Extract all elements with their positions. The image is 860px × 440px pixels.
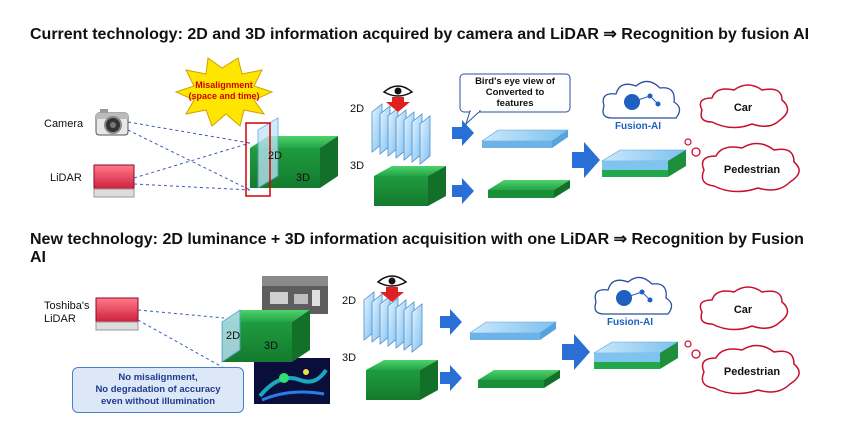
box-2d-label: 2D <box>268 150 283 162</box>
bottom-section-heading: New technology: 2D luminance + 3D inform… <box>30 231 804 266</box>
arrow-right-icon <box>440 309 462 335</box>
eye-icon <box>382 85 414 97</box>
eye-icon <box>376 275 408 287</box>
lidar-label: LiDAR <box>50 172 82 184</box>
callout-bubble <box>459 73 571 126</box>
pedestrian-thought-cloud <box>684 340 800 395</box>
luminance-image <box>262 276 328 314</box>
row-2d-label: 2D <box>350 103 365 115</box>
feature-plate-2d-top <box>481 129 569 148</box>
merge-arrow-icon <box>562 334 590 370</box>
car-thought-cloud <box>699 286 789 331</box>
projection-lines <box>127 121 251 191</box>
burst-line-2: (space and time) <box>188 91 260 101</box>
combined-plate-bottom <box>592 341 680 369</box>
note-line-1: No misalignment, <box>118 372 198 383</box>
point-cloud-image <box>254 358 330 404</box>
box-2d-label: 2D <box>226 330 241 342</box>
result-car-label: Car <box>733 304 753 316</box>
toshiba-lidar-label: Toshiba's LiDAR <box>44 300 90 326</box>
note-line-2: No degradation of accuracy <box>95 384 221 395</box>
callout-line-1: Bird's eye view of <box>475 76 555 87</box>
projection-lines-bottom <box>137 309 225 369</box>
green-block-top <box>374 166 446 206</box>
toshiba-lidar-line-1: Toshiba's <box>44 300 90 312</box>
pedestrian-thought-cloud <box>684 138 800 193</box>
misalignment-text: Misalignment (space and time) <box>186 80 262 102</box>
feature-plate-2d-bottom <box>469 321 557 340</box>
camera-label: Camera <box>44 118 84 130</box>
note-line-3: even without illumination <box>101 396 215 407</box>
callout-line-2: Converted to <box>485 87 545 98</box>
result-pedestrian-label: Pedestrian <box>723 164 781 176</box>
image-stack-bottom <box>363 291 423 353</box>
fused-box-bottom <box>221 309 310 363</box>
lidar-device-icon <box>93 164 135 198</box>
arrow-right-icon <box>452 178 474 204</box>
car-thought-cloud <box>699 84 789 129</box>
down-arrow-icon <box>386 97 410 112</box>
arrow-right-icon <box>452 120 474 146</box>
combined-plate-top <box>600 149 688 177</box>
fused-box-top <box>250 117 338 189</box>
no-misalignment-note: No misalignment, No degradation of accur… <box>72 367 244 413</box>
fusion-ai-label: Fusion-AI <box>614 121 662 132</box>
box-3d-label: 3D <box>264 340 279 352</box>
top-section-heading: Current technology: 2D and 3D informatio… <box>30 26 810 43</box>
result-pedestrian-label: Pedestrian <box>723 366 781 378</box>
arrow-right-icon <box>440 365 462 391</box>
down-arrow-icon <box>380 287 404 302</box>
misalignment-burst <box>174 57 274 127</box>
image-stack-top <box>371 103 431 165</box>
green-block-bottom <box>366 360 438 400</box>
fusion-ai-cloud-icon <box>594 276 673 315</box>
callout-text: Bird's eye view of Converted to features <box>460 76 570 109</box>
toshiba-lidar-icon <box>95 297 139 331</box>
feature-plate-3d-top <box>488 180 570 198</box>
callout-line-3: features <box>496 98 534 109</box>
toshiba-lidar-line-2: LiDAR <box>44 313 76 325</box>
fusion-ai-cloud-icon <box>602 80 681 119</box>
misalignment-highlight <box>245 122 271 197</box>
merge-arrow-icon <box>572 142 600 178</box>
row-3d-label: 3D <box>350 160 365 172</box>
row-3d-label: 3D <box>342 352 357 364</box>
fusion-ai-label: Fusion-AI <box>606 317 654 328</box>
box-3d-label: 3D <box>296 172 311 184</box>
result-car-label: Car <box>733 102 753 114</box>
burst-line-1: Misalignment <box>195 80 253 90</box>
feature-plate-3d-bottom <box>478 370 560 388</box>
camera-icon <box>95 109 129 136</box>
row-2d-label: 2D <box>342 295 357 307</box>
